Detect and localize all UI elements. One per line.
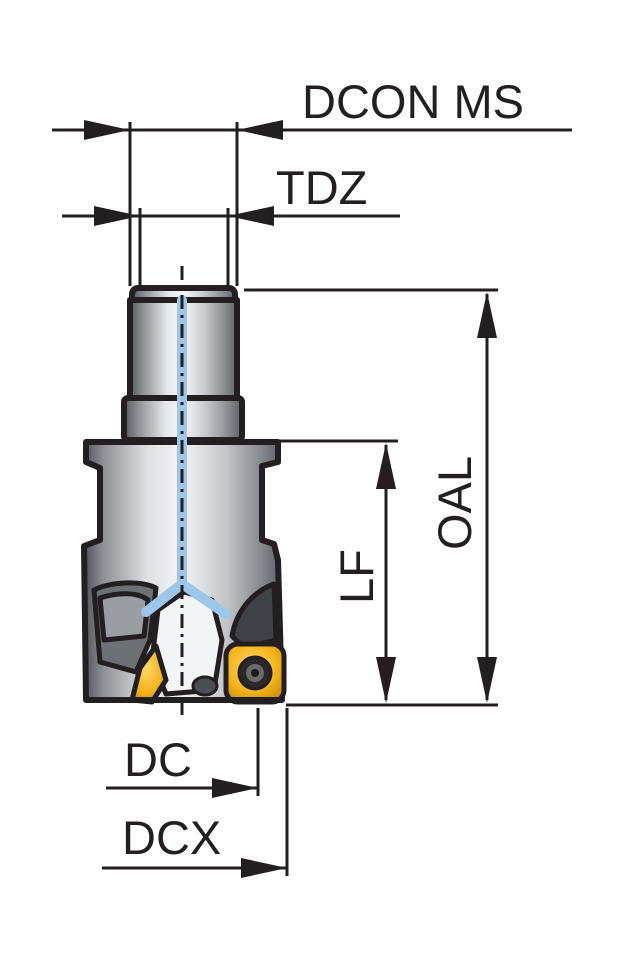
- dim-oal: [244, 288, 498, 707]
- arrow-right-icon: [94, 206, 140, 226]
- arrow-left-icon: [237, 120, 283, 140]
- label-dcon-ms: DCON MS: [302, 75, 524, 128]
- arrow-down-icon: [477, 657, 497, 703]
- dim-dc: [106, 708, 260, 798]
- dim-dcx: [102, 708, 289, 878]
- bottom-screw: [191, 675, 219, 697]
- label-oal: OAL: [428, 456, 481, 550]
- dim-tdz: [62, 206, 400, 286]
- left-chip-pocket: [91, 580, 159, 675]
- arrow-right-icon: [241, 858, 287, 878]
- label-tdz: TDZ: [276, 161, 367, 214]
- right-chip-pocket: [229, 581, 279, 651]
- arrow-up-icon: [477, 292, 497, 338]
- arrow-right-icon: [84, 120, 130, 140]
- arrow-left-icon: [228, 206, 274, 226]
- arrow-right-icon: [212, 778, 258, 798]
- left-insert: [129, 643, 169, 705]
- label-dcx: DCX: [122, 811, 221, 864]
- label-lf: LF: [330, 549, 383, 604]
- dimension-lines: [52, 120, 572, 878]
- label-dc: DC: [124, 733, 192, 786]
- dim-lf: [280, 439, 398, 703]
- arrow-down-icon: [376, 657, 396, 703]
- dim-dcon-ms: [52, 120, 572, 286]
- arrow-up-icon: [376, 443, 396, 489]
- right-insert: [223, 641, 287, 705]
